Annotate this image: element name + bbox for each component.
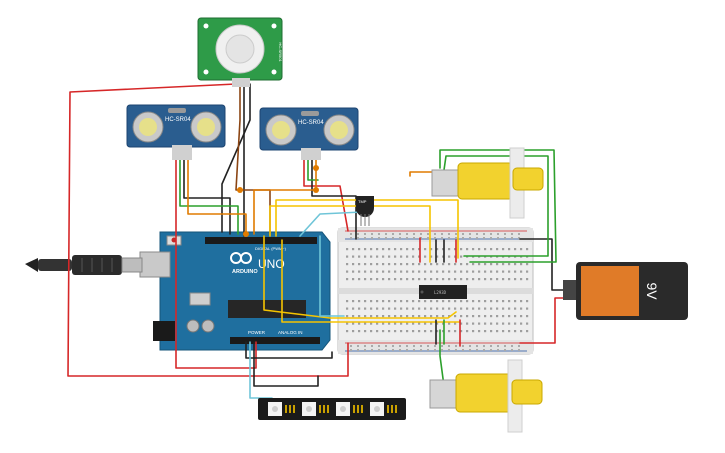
arduino-brand-label: ARDUINO (232, 269, 258, 275)
ultrasonic-sensor-right: HC-SR04 (259, 107, 359, 160)
led-pixel (370, 402, 397, 416)
dc-motor-bottom (429, 359, 543, 433)
temperature-sensor: TMP (356, 196, 374, 226)
pir-side-label: HC-SR501 (278, 42, 283, 62)
led-strip (258, 398, 406, 420)
driver-chip-label: L293D (434, 290, 447, 295)
usb-cable (25, 255, 143, 275)
led-pixel (336, 402, 363, 416)
arduino-uno: ARDUINO UNO DIGITAL (PWM~) POWER ANALOG … (139, 231, 331, 351)
battery-label: 9V (644, 282, 660, 300)
junction-dots (237, 165, 319, 237)
temp-sensor-label: TMP (358, 199, 367, 204)
arduino-model-label: UNO (258, 257, 285, 271)
power-header-label: POWER (248, 330, 266, 335)
analog-header-label: ANALOG IN (278, 330, 303, 335)
digital-header-label: DIGITAL (PWM~) (255, 246, 287, 251)
led-pixel (302, 402, 329, 416)
ultrasonic-left-label: HC-SR04 (165, 117, 191, 123)
led-pixel (268, 402, 295, 416)
pir-sensor: HC-SR501 (197, 17, 283, 87)
ultrasonic-right-label: HC-SR04 (298, 120, 324, 126)
dc-motor-top (431, 147, 544, 219)
motor-driver-chip: L293D (419, 285, 467, 299)
arduino-logo-icon (230, 252, 252, 264)
ultrasonic-sensor-left: HC-SR04 (126, 104, 226, 160)
battery-9v: 9V (563, 262, 688, 320)
